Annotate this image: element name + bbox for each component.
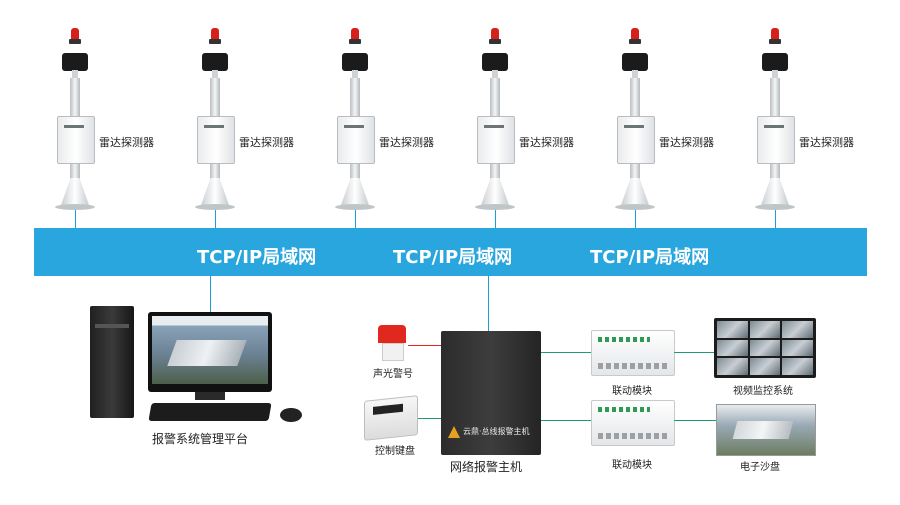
video-monitoring-label: 视频监控系统	[733, 386, 793, 397]
radar-detector-2: 雷达探测器	[195, 28, 307, 228]
monitor-screen	[152, 316, 268, 384]
monitor-stand	[195, 392, 225, 400]
lan-label: TCP/IP局域网	[393, 247, 513, 268]
lan-label: TCP/IP局域网	[197, 247, 317, 268]
warning-lamp-icon	[491, 28, 499, 40]
connector-line	[541, 352, 591, 353]
sensor-head	[342, 53, 368, 71]
connector-line	[355, 210, 356, 228]
connector-line	[674, 420, 716, 421]
connector-line	[418, 418, 441, 419]
radar-detector-label: 雷达探测器	[99, 136, 154, 149]
radar-detector-label: 雷达探测器	[519, 136, 574, 149]
alarm-host-label: 网络报警主机	[450, 460, 523, 474]
electronic-sandtable-label: 电子沙盘	[740, 462, 780, 473]
radar-detector-label: 雷达探测器	[799, 136, 854, 149]
connector-line	[215, 210, 216, 228]
control-keyboard	[364, 395, 418, 441]
video-monitoring-wall	[714, 318, 816, 378]
detector-box	[477, 116, 515, 164]
radar-detector-label: 雷达探测器	[379, 136, 434, 149]
connector-line	[210, 276, 211, 312]
radar-detector-label: 雷达探测器	[659, 136, 714, 149]
detector-box	[57, 116, 95, 164]
electronic-sandtable	[716, 404, 816, 456]
connector-line	[408, 345, 441, 346]
monitor	[148, 312, 272, 392]
management-platform-label: 报警系统管理平台	[152, 432, 249, 446]
connector-line	[495, 210, 496, 228]
connector-line	[541, 420, 591, 421]
detector-box	[617, 116, 655, 164]
tcp-ip-lan-bar	[34, 228, 867, 276]
sensor-head	[62, 53, 88, 71]
sensor-head	[622, 53, 648, 71]
warning-lamp-icon	[631, 28, 639, 40]
warning-lamp-icon	[351, 28, 359, 40]
radar-detector-5: 雷达探测器	[615, 28, 727, 228]
sensor-head	[202, 53, 228, 71]
radar-detector-6: 雷达探测器	[755, 28, 867, 228]
radar-detector-1: 雷达探测器	[55, 28, 167, 228]
host-brand-text: 云鼎·总线报警主机	[463, 427, 530, 436]
sensor-head	[482, 53, 508, 71]
pc-tower	[90, 306, 134, 418]
siren-icon	[378, 325, 406, 361]
warning-lamp-icon	[771, 28, 779, 40]
sensor-head	[762, 53, 788, 71]
connector-line	[775, 210, 776, 228]
linkage-module	[591, 330, 675, 376]
lan-label: TCP/IP局域网	[590, 247, 710, 268]
mouse	[280, 408, 302, 422]
detector-box	[337, 116, 375, 164]
siren-label: 声光警号	[373, 369, 413, 380]
radar-detector-4: 雷达探测器	[475, 28, 587, 228]
control-keyboard-label: 控制键盘	[375, 446, 415, 457]
warning-lamp-icon	[211, 28, 219, 40]
radar-detector-label: 雷达探测器	[239, 136, 294, 149]
detector-box	[197, 116, 235, 164]
linkage-module-label: 联动模块	[612, 386, 652, 397]
linkage-module-label: 联动模块	[612, 460, 652, 471]
linkage-module	[591, 400, 675, 446]
connector-line	[488, 276, 489, 331]
connector-line	[75, 210, 76, 228]
detector-box	[757, 116, 795, 164]
warning-lamp-icon	[71, 28, 79, 40]
connector-line	[674, 352, 714, 353]
radar-detector-3: 雷达探测器	[335, 28, 447, 228]
keyboard	[148, 403, 272, 421]
connector-line	[635, 210, 636, 228]
